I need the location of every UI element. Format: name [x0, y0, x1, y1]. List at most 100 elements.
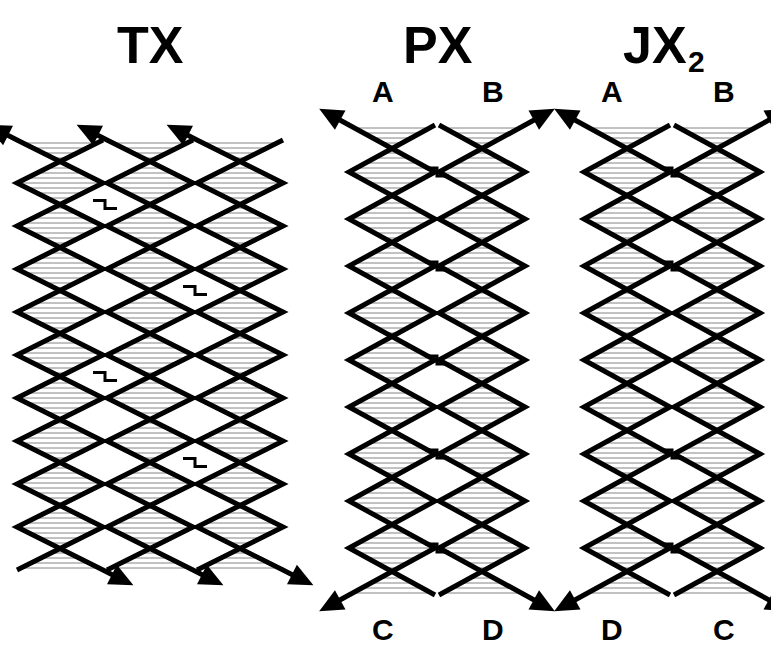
base-pair	[358, 553, 426, 554]
base-pair	[687, 353, 747, 354]
base-pair	[452, 588, 512, 589]
base-pair	[211, 448, 269, 449]
base-pair	[351, 453, 433, 454]
base-pair	[207, 403, 273, 404]
base-pair	[215, 278, 265, 279]
base-pair	[125, 518, 175, 519]
base-pair	[31, 348, 89, 349]
base-pair	[459, 183, 505, 184]
base-pair	[217, 408, 263, 409]
base-pair	[35, 518, 85, 519]
base-pair	[441, 173, 523, 174]
base-pair	[599, 368, 656, 369]
base-pair	[207, 188, 273, 189]
base-pair	[443, 593, 522, 594]
base-pair	[23, 358, 97, 359]
base-pair	[121, 348, 179, 349]
base-pair	[689, 368, 746, 369]
base-pair	[589, 498, 664, 499]
base-pair	[205, 273, 275, 274]
base-pair	[597, 508, 657, 509]
dna-strand	[17, 140, 114, 575]
base-pair	[35, 493, 85, 494]
base-pair	[360, 213, 424, 214]
base-pair	[37, 173, 83, 174]
base-pair	[452, 508, 512, 509]
base-pair	[681, 223, 752, 224]
base-pair	[113, 223, 187, 224]
base-pair	[209, 533, 271, 534]
base-pair	[362, 353, 422, 354]
base-pair	[111, 353, 189, 354]
base-pair	[29, 263, 91, 264]
base-pair	[454, 493, 511, 494]
base-pair	[351, 408, 433, 409]
base-pair	[362, 588, 422, 589]
base-pair	[452, 273, 512, 274]
base-pair	[211, 233, 269, 234]
dna-strands	[0, 109, 771, 612]
base-pair	[602, 303, 651, 304]
base-pair	[676, 173, 758, 174]
base-pair	[358, 318, 426, 319]
base-pair	[119, 318, 181, 319]
base-pair	[685, 213, 749, 214]
base-pair	[679, 263, 754, 264]
base-pair	[349, 548, 435, 549]
helix-end-label: A	[372, 77, 394, 107]
base-pair	[351, 173, 433, 174]
base-pair	[353, 268, 432, 269]
base-pair	[457, 538, 506, 539]
helix-end-label: D	[601, 615, 623, 645]
dna-strand	[439, 119, 536, 601]
base-pair	[448, 553, 516, 554]
base-pair	[219, 258, 261, 259]
base-pair	[209, 263, 271, 264]
base-pair	[207, 178, 273, 179]
base-pair	[356, 458, 427, 459]
base-pair	[21, 228, 99, 229]
base-pair	[354, 498, 429, 499]
base-pair	[443, 358, 522, 359]
base-pair	[694, 183, 740, 184]
base-pair	[362, 508, 422, 509]
base-pair	[694, 208, 740, 209]
base-pair	[593, 318, 661, 319]
base-pair	[127, 388, 173, 389]
base-pair	[37, 193, 83, 194]
dna-strand	[339, 119, 436, 601]
base-pair	[197, 398, 283, 399]
dna-strand	[574, 119, 671, 601]
base-pair	[448, 543, 516, 544]
base-pair	[595, 178, 659, 179]
helix-end-label: D	[482, 615, 504, 645]
base-pair	[213, 433, 267, 434]
base-pair	[586, 173, 668, 174]
base-pair	[444, 363, 519, 364]
base-pair	[127, 193, 173, 194]
base-pair	[27, 403, 93, 404]
panel-title: JX	[623, 19, 687, 71]
strand-crossover	[93, 373, 117, 381]
base-pair	[685, 448, 749, 449]
base-pair	[119, 533, 181, 534]
dna-strand	[107, 140, 204, 575]
base-pair	[457, 558, 506, 559]
base-pair	[35, 278, 85, 279]
base-pair	[692, 303, 741, 304]
base-pair	[439, 313, 525, 314]
base-pair	[203, 358, 277, 359]
strand-crossover	[425, 450, 449, 458]
base-pair	[450, 448, 514, 449]
base-pair	[207, 393, 273, 394]
dna-strand	[674, 119, 771, 601]
base-pair	[459, 443, 505, 444]
base-pair	[600, 163, 653, 164]
base-pair	[689, 258, 746, 259]
base-pair	[27, 188, 93, 189]
base-pair	[369, 183, 415, 184]
base-pair	[600, 463, 653, 464]
strand-crossover	[425, 168, 449, 176]
base-pair	[371, 278, 413, 279]
base-pair	[599, 493, 656, 494]
